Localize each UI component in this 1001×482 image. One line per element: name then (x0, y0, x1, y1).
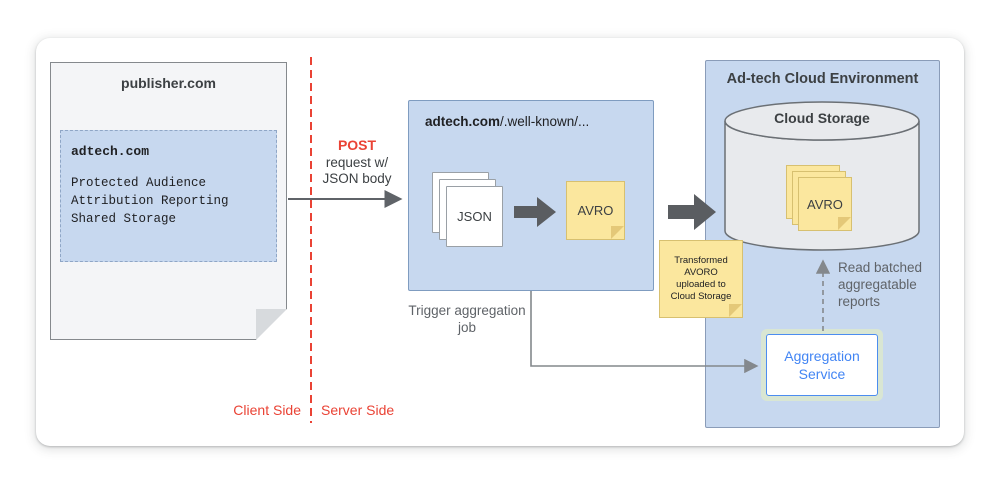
note-fold-icon (611, 226, 624, 239)
server-side-label: Server Side (321, 402, 395, 418)
trigger-aggregation-label: Trigger aggregation job (408, 303, 526, 335)
client-side-label: Client Side (233, 402, 301, 418)
publisher-title: publisher.com (121, 75, 216, 91)
api-line-protected-audience: Protected Audience (71, 176, 207, 190)
api-line-shared-storage: Shared Storage (71, 212, 177, 226)
aggregation-service-box: Aggregation Service (766, 334, 878, 396)
publisher-page: publisher.com adtech.com Protected Audie… (50, 62, 287, 340)
adtech-endpoint-path: /.well-known/... (500, 114, 590, 129)
json-sheet-front: JSON (446, 186, 503, 247)
aggregation-service-label: Aggregation Service (784, 348, 860, 382)
api-line-attribution-reporting: Attribution Reporting (71, 194, 229, 208)
transform-note: Transformed AVORO uploaded to Cloud Stor… (659, 240, 743, 318)
adtech-api-box: adtech.com Protected Audience Attributio… (60, 130, 277, 262)
adtech-endpoint-title: adtech.com/.well-known/... (425, 114, 589, 129)
adtech-api-box-title: adtech.com (71, 144, 150, 159)
avro-files-stack: AVRO (786, 165, 854, 233)
post-request-label: POST request w/ JSON body (312, 137, 402, 187)
json-to-avro-arrow-shape (514, 197, 556, 227)
cylinder-top (724, 101, 920, 141)
avro-note: AVRO (566, 181, 625, 240)
upload-arrow-shape (668, 194, 716, 230)
upload-to-cloud-arrow-icon (668, 194, 716, 230)
avro-stack-label: AVRO (807, 196, 843, 212)
note-fold-icon (729, 304, 742, 317)
note-fold-icon (838, 217, 851, 230)
cloud-environment-title: Ad-tech Cloud Environment (726, 71, 919, 87)
cloud-storage-title: Cloud Storage (774, 110, 870, 126)
transform-note-text: Transformed AVORO uploaded to Cloud Stor… (670, 255, 732, 302)
avro-label: AVRO (577, 203, 614, 218)
read-reports-label: Read batched aggregatable reports (838, 260, 923, 309)
adtech-endpoint-domain: adtech.com (425, 114, 501, 129)
avro-sheet-front: AVRO (798, 177, 852, 231)
post-method-label: POST (337, 137, 377, 153)
json-label: JSON (457, 209, 492, 224)
post-description-label: request w/ JSON body (322, 155, 392, 186)
json-files-stack: JSON (432, 172, 504, 248)
json-to-avro-arrow-icon (514, 197, 556, 227)
